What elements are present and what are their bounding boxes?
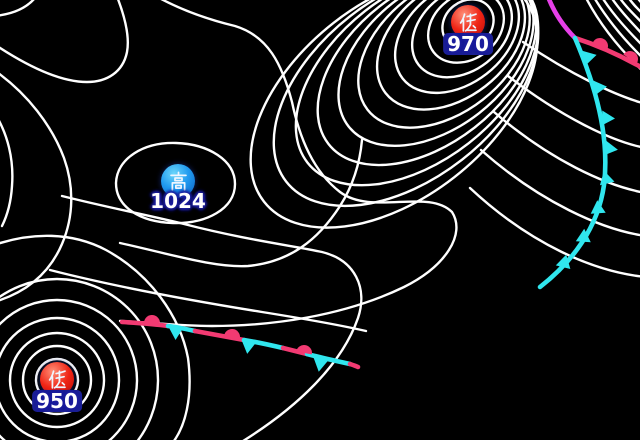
isobar-line [48, 268, 368, 333]
cold-front-triangle [555, 254, 571, 270]
stationary-front-segment [241, 337, 286, 351]
isobar-ring [375, 0, 527, 111]
stationary-front-semicircle [144, 315, 160, 324]
isobar-circle [0, 277, 160, 440]
isobar-line [611, 0, 640, 34]
cold-front-triangle [582, 50, 597, 66]
kanji-low-icon [48, 369, 66, 389]
isobar-ring [337, 0, 535, 148]
warm-front-semicircle [623, 51, 638, 64]
isobar-line [0, 0, 35, 17]
isobar-line [0, 234, 191, 440]
isobar-line [114, 141, 237, 225]
stationary-front-semicircle [224, 329, 240, 338]
isobar-line [602, 0, 640, 45]
isobar-line [0, 0, 129, 84]
isobar-ring [357, 0, 531, 129]
low-pressure-value: 950 [32, 390, 82, 412]
stationary-front-triangle [168, 326, 184, 340]
isobar-circle [0, 298, 139, 440]
pressure-center-low-950: 950 [32, 362, 82, 412]
low-pressure-value: 970 [443, 33, 493, 55]
cold-front [537, 35, 608, 290]
isobar-line [594, 0, 640, 57]
cold-front-triangle [601, 110, 615, 126]
isobar-line [60, 194, 363, 440]
high-symbol [161, 164, 195, 198]
isobar-ring [410, 0, 514, 79]
warm-front [572, 35, 640, 70]
isobar-line [619, 0, 640, 23]
stationary-front-segment [192, 328, 247, 343]
isobar-line [0, 72, 73, 302]
stationary-front-segment [304, 351, 353, 367]
isobar-ring [316, 0, 538, 167]
cold-front-triangle [599, 170, 615, 186]
cold-front-triangle [593, 80, 607, 96]
isobar-circle [0, 316, 121, 440]
cold-front-triangle [603, 140, 618, 156]
stationary-front-triangle [241, 339, 257, 354]
isobar-circle [8, 331, 106, 429]
isobar-line [479, 148, 640, 237]
isobar-line [0, 120, 14, 228]
high-pressure-value: 1024 [150, 189, 206, 213]
kanji-low-icon [459, 12, 477, 32]
pressure-center-high: 1024 [150, 164, 206, 212]
pressure-center-low-970: 970 [443, 5, 493, 55]
cold-front-triangle [590, 200, 606, 214]
cold-front-triangle [575, 228, 591, 243]
isobar-line [492, 110, 640, 194]
warm-front-semicircle [593, 38, 608, 50]
isobar-ring [272, 0, 540, 208]
isobar-ring [393, 0, 521, 95]
kanji-high-icon [169, 170, 187, 191]
stationary-front-segment [119, 319, 171, 329]
isobar-line [628, 0, 640, 13]
occluded-front [546, 0, 578, 41]
stationary-front-triangle [313, 357, 329, 372]
isobar-circle [21, 344, 93, 416]
isobar-ring [294, 0, 540, 187]
isobar-line [468, 186, 640, 278]
isobar-line [118, 0, 458, 328]
stationary-front-semicircle [296, 345, 312, 355]
isobar-line [118, 138, 364, 268]
stationary-front-segment [347, 361, 361, 370]
isobar-ring [249, 0, 539, 229]
